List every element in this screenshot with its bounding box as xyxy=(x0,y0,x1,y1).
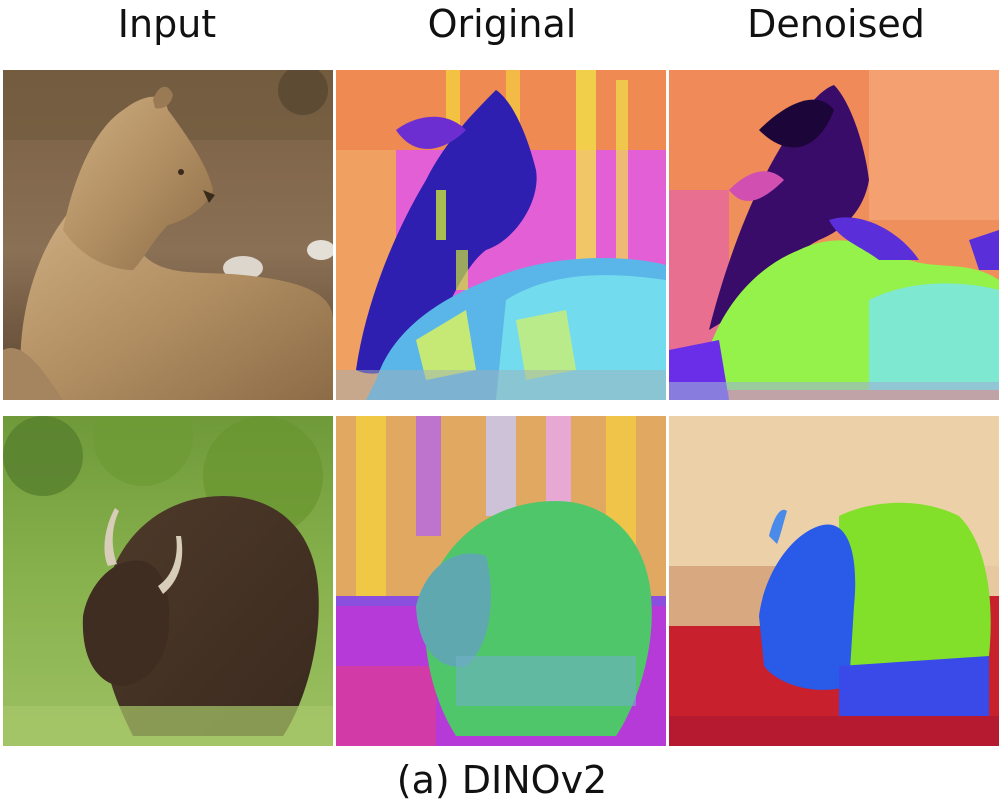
lioness-photo-image xyxy=(3,70,333,400)
lioness-photo xyxy=(3,70,333,400)
lioness-original-feature-map-image xyxy=(336,70,666,400)
column-header-original: Original xyxy=(427,2,577,46)
column-header-input: Input xyxy=(117,2,217,46)
bison-denoised-feature-map xyxy=(669,416,999,746)
column-header-denoised: Denoised xyxy=(747,2,925,46)
bison-original-feature-map-image xyxy=(336,416,666,746)
lioness-denoised-feature-map-image xyxy=(669,70,999,400)
bison-photo-image xyxy=(3,416,333,746)
lioness-denoised-feature-map xyxy=(669,70,999,400)
bison-original-feature-map xyxy=(336,416,666,746)
bison-photo xyxy=(3,416,333,746)
lioness-original-feature-map xyxy=(336,70,666,400)
figure-caption: (a) DINOv2 xyxy=(396,758,608,802)
bison-denoised-feature-map-image xyxy=(669,416,999,746)
